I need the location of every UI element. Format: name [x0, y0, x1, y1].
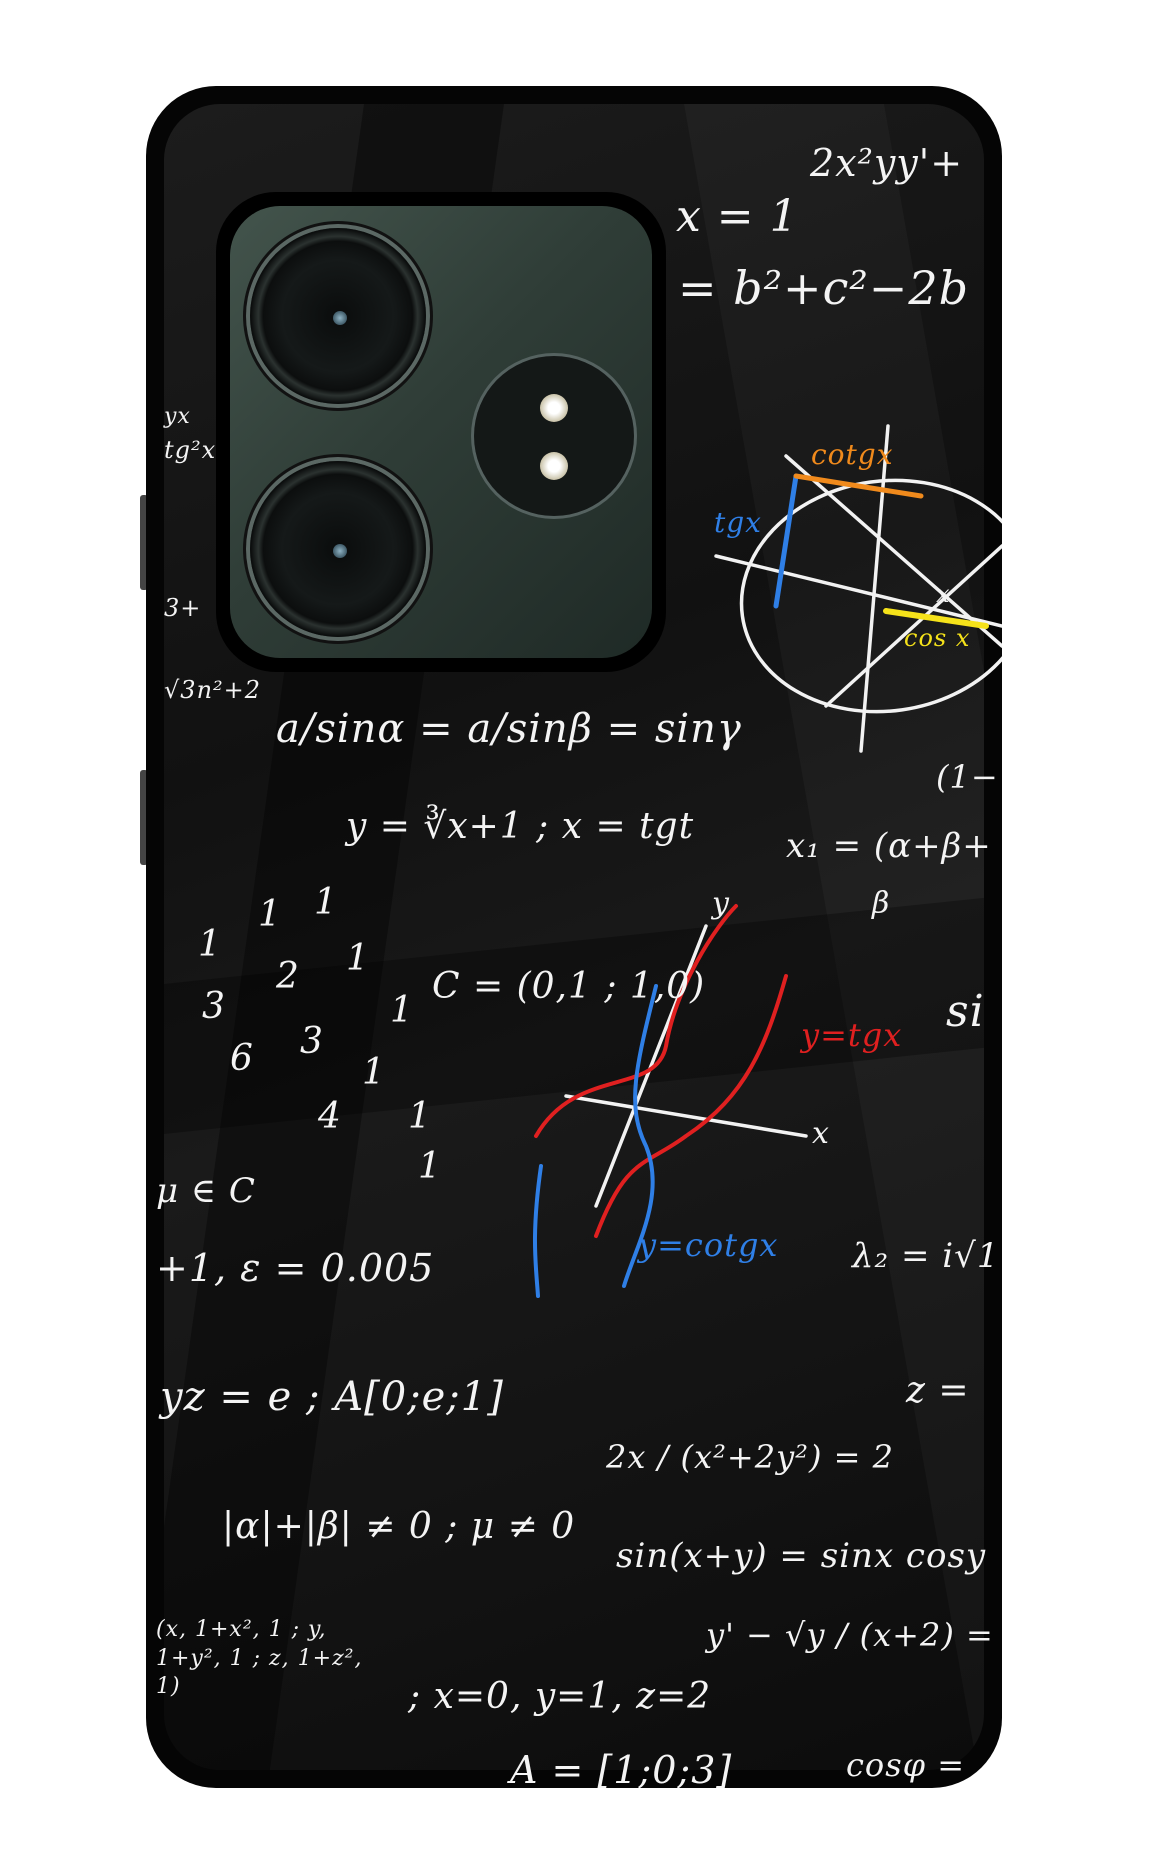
formula: λ₂ = i√1 — [852, 1236, 1000, 1276]
formula: ; x=0, y=1, z=2 — [408, 1676, 712, 1717]
formula: x₁ = (α+β+ — [786, 826, 992, 866]
unit-circle-tg-label: tgx — [714, 506, 762, 539]
tangent-graph — [533, 904, 808, 1298]
camera-glass — [230, 206, 652, 658]
number: 1 — [390, 990, 414, 1031]
formula: |α|+|β| ≠ 0 ; μ ≠ 0 — [222, 1506, 576, 1547]
number: 1 — [408, 1096, 432, 1137]
lens-glint — [332, 543, 347, 558]
phone-case: x = 1 2x²yy'+ = b²+c²−2b yx tg²x 3+ √3n²… — [146, 86, 1002, 1788]
number: 1 — [362, 1052, 386, 1093]
graph-tg-label: y=tgx — [801, 1016, 903, 1054]
formula: A = [1;0;3] — [510, 1748, 733, 1788]
formula: x = 1 — [676, 191, 799, 242]
formula: 2x²yy'+ — [810, 141, 964, 185]
unit-circle-x-label: x — [936, 580, 951, 608]
number: 1 — [314, 882, 338, 923]
formula: y = ∛x+1 ; x = tgt — [346, 806, 695, 847]
flash-led — [540, 452, 568, 480]
graph-axis-x-label: x — [812, 1116, 830, 1151]
unit-circle-cotg-label: cotgx — [811, 438, 894, 471]
formula: μ ∈ C — [156, 1171, 256, 1211]
lens-glint — [332, 310, 347, 325]
number: 3 — [202, 986, 226, 1027]
formula: = b²+c²−2b — [678, 261, 970, 315]
number: 2 — [276, 956, 300, 997]
volume-button-up — [140, 495, 148, 590]
main-camera-lens — [250, 228, 426, 404]
formula: z = — [906, 1370, 970, 1411]
formula: √3n²+2 — [164, 676, 262, 704]
camera-module — [216, 192, 666, 672]
formula: yz = e ; A[0;e;1] — [160, 1374, 504, 1420]
formula: cosφ = — [846, 1746, 965, 1784]
number: 1 — [346, 938, 370, 979]
formula: si — [946, 986, 985, 1037]
formula: (x, 1+x², 1 ; y, 1+y², 1 ; z, 1+z², 1) — [156, 1617, 363, 1700]
formula: a/sinα = a/sinβ = sinγ — [276, 706, 742, 752]
formula: 2x / (x²+2y²) = 2 — [606, 1438, 894, 1476]
flash-module — [474, 356, 634, 516]
number: 1 — [258, 894, 282, 935]
number: 6 — [230, 1038, 254, 1079]
graph-drawings — [533, 424, 1002, 1298]
formula: (1− — [936, 758, 999, 796]
formula: tg²x — [164, 436, 217, 464]
formula: C = (0,1 ; 1,0) — [432, 966, 706, 1007]
formula: yx — [164, 404, 191, 429]
number: 4 — [318, 1096, 342, 1137]
formula: +1, ε = 0.005 — [156, 1246, 435, 1290]
unit-circle-diagram — [714, 424, 1002, 753]
unit-circle-cos-label: cos x — [904, 624, 971, 652]
number: 3 — [300, 1021, 324, 1062]
graph-cotg-label: y=cotgx — [638, 1226, 779, 1264]
formula: sin(x+y) = sinx cosy — [616, 1536, 987, 1576]
number: 1 — [418, 1146, 442, 1187]
graph-axis-y-label: y — [712, 886, 730, 921]
formula: 3+ — [164, 594, 202, 622]
flash-led — [540, 394, 568, 422]
secondary-camera-lens — [250, 461, 426, 637]
number: 1 — [198, 924, 222, 965]
power-button — [140, 770, 148, 865]
formula: y' − √y / (x+2) = ( — [706, 1616, 1002, 1654]
formula: β — [872, 886, 891, 921]
